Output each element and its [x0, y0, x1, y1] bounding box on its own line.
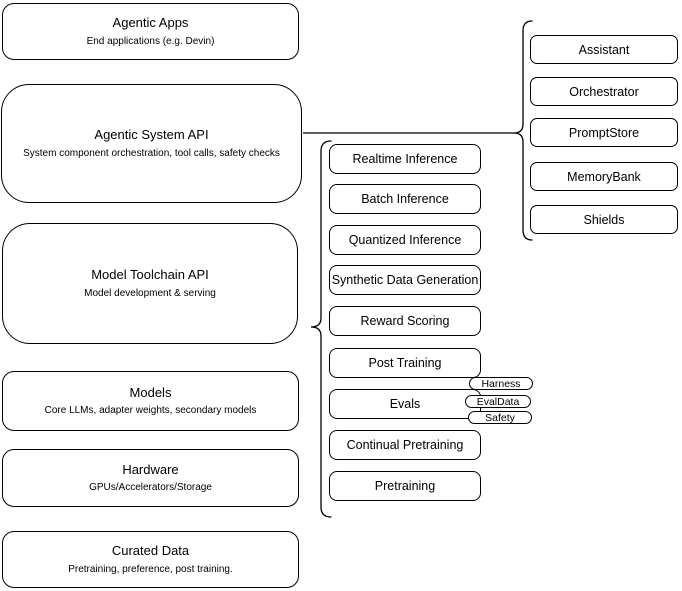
layer-hardware: Hardware GPUs/Accelerators/Storage: [2, 449, 299, 507]
layer-agentic-system-api: Agentic System API System component orch…: [1, 84, 302, 203]
layer-curated-data-subtitle: Pretraining, preference, post training.: [68, 563, 233, 575]
layer-agentic-system-api-title: Agentic System API: [94, 127, 209, 143]
layer-agentic-system-api-subtitle: System component orchestration, tool cal…: [23, 147, 280, 159]
layer-models-title: Models: [129, 384, 172, 400]
component-shields: Shields: [530, 205, 678, 234]
eval-tag-harness: Harness: [469, 377, 533, 390]
toolchain-item-continual-pretraining: Continual Pretraining: [329, 430, 481, 460]
toolchain-item-evals: Evals: [329, 389, 481, 419]
layer-agentic-apps-subtitle: End applications (e.g. Devin): [86, 35, 215, 47]
layer-hardware-title: Hardware: [122, 461, 179, 477]
layer-models-subtitle: Core LLMs, adapter weights, secondary mo…: [44, 405, 257, 417]
toolchain-item-batch-inference: Batch Inference: [329, 184, 481, 214]
layer-hardware-subtitle: GPUs/Accelerators/Storage: [89, 482, 212, 494]
layer-model-toolchain-api: Model Toolchain API Model development & …: [2, 223, 298, 344]
component-promptstore: PromptStore: [530, 118, 678, 147]
toolchain-item-post-training: Post Training: [329, 348, 481, 378]
component-orchestrator: Orchestrator: [530, 77, 678, 106]
layer-curated-data: Curated Data Pretraining, preference, po…: [2, 531, 299, 588]
toolchain-item-quantized-inference: Quantized Inference: [329, 225, 481, 255]
eval-tag-evaldata: EvalData: [465, 395, 531, 408]
eval-tag-safety: Safety: [468, 411, 532, 424]
layer-agentic-apps-title: Agentic Apps: [112, 15, 189, 31]
layer-model-toolchain-api-title: Model Toolchain API: [91, 267, 209, 283]
toolchain-item-pretraining: Pretraining: [329, 471, 481, 501]
component-memorybank: MemoryBank: [530, 162, 678, 191]
toolchain-item-reward-scoring: Reward Scoring: [329, 306, 481, 336]
layer-curated-data-title: Curated Data: [111, 543, 190, 559]
layer-agentic-apps: Agentic Apps End applications (e.g. Devi…: [2, 3, 299, 60]
brace-toolchain-items: [310, 140, 332, 518]
toolchain-item-realtime-inference: Realtime Inference: [329, 144, 481, 174]
layer-models: Models Core LLMs, adapter weights, secon…: [2, 371, 299, 431]
component-assistant: Assistant: [530, 35, 678, 64]
toolchain-item-synthetic-data-generation: Synthetic Data Generation: [329, 265, 481, 295]
layer-model-toolchain-api-subtitle: Model development & serving: [84, 287, 216, 299]
